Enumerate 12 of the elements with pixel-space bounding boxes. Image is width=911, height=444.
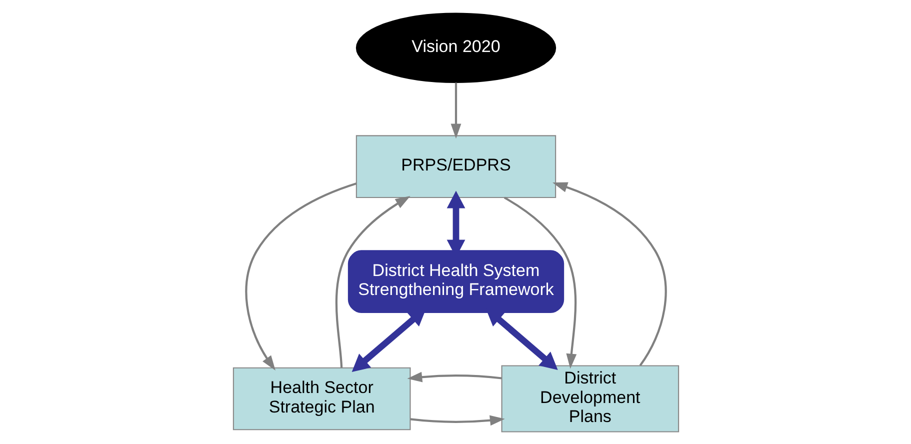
node-box: Health Sector Strategic Plan [232, 366, 410, 430]
arrow [244, 182, 356, 370]
arrow [334, 195, 410, 368]
node-box: District Development Plans [500, 364, 679, 432]
arrow [552, 182, 666, 366]
arrow [406, 371, 502, 382]
node-box: District Health System Strengthening Framework [347, 250, 564, 313]
arrow [503, 196, 576, 368]
arrow [410, 414, 504, 426]
node-box: PRPS/EDPRS [355, 134, 556, 198]
node-ellipse: Vision 2020 [355, 12, 556, 82]
arrow [450, 82, 461, 138]
